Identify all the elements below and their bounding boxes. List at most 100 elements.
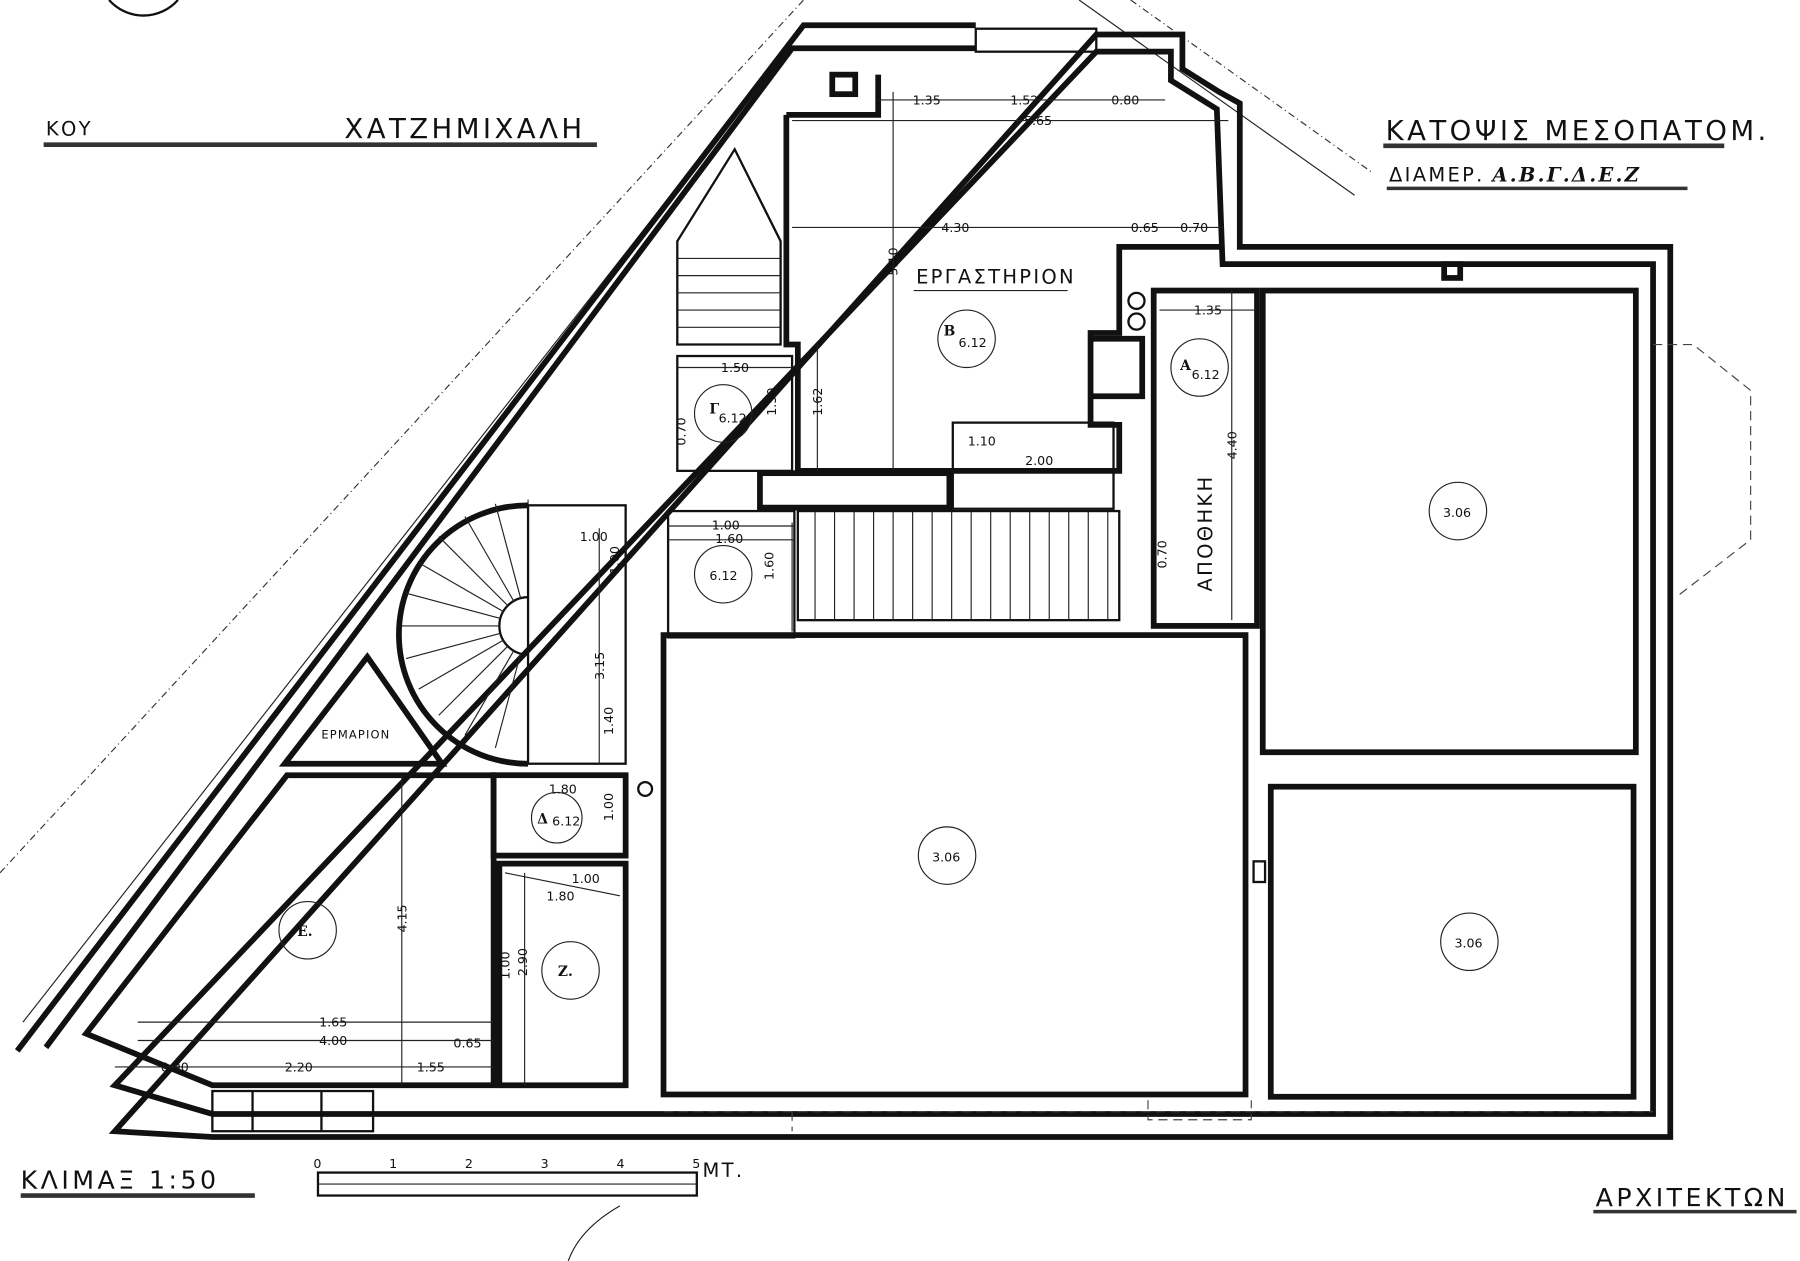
dim-label: 4.15 <box>394 904 409 932</box>
spiral-tread <box>494 653 522 749</box>
dim-label: 1.40 <box>601 707 616 735</box>
vent <box>1252 860 1267 884</box>
dim-label: 1.10 <box>968 434 996 449</box>
top-window <box>974 27 1098 53</box>
room-e <box>81 772 497 1089</box>
property-line <box>22 171 690 1023</box>
dimension-labels: 1.35 1.52 0.80 5.65 4.30 0.65 0.70 5.10 … <box>161 93 1240 1075</box>
scale-tick-label: 1 <box>389 1156 397 1171</box>
room-main <box>660 632 1249 1098</box>
dim-label: 1.65 <box>319 1015 347 1030</box>
kitchen-block <box>757 470 953 511</box>
dim-label: 5.10 <box>886 247 901 275</box>
dim-label: 1.80 <box>546 888 574 903</box>
dim-label: 1.00 <box>572 871 600 886</box>
dim-label: 1.35 <box>1194 303 1222 318</box>
spiral-tread <box>494 503 522 599</box>
scale-label: ΚΛΙΜΑΞ 1:50 <box>21 1166 220 1195</box>
svg-text:Α: Α <box>1179 358 1191 374</box>
stair-hall <box>526 504 627 765</box>
dim-label: 1.60 <box>715 531 743 546</box>
room-d <box>490 772 629 859</box>
level-tag-a: Α6.12 <box>1170 338 1229 397</box>
fireplace <box>1092 335 1146 400</box>
room-label-storage: ΑΠΟΘΗΚΗ <box>1194 475 1217 592</box>
dim-label: 1.55 <box>417 1060 445 1075</box>
seal-fragment <box>108 0 179 17</box>
stove-burner <box>1127 312 1146 331</box>
dim-label: 4.30 <box>941 220 969 235</box>
room-tag-e: Ε. <box>278 900 337 960</box>
chimney-shaft <box>829 71 859 98</box>
dim-label: 1.00 <box>498 951 513 979</box>
svg-text:Ζ.: Ζ. <box>558 964 573 980</box>
room-storage <box>1150 287 1260 629</box>
header-owner-name: ΧΑΤΖΗΜΙΧΑΛΗ <box>344 113 585 145</box>
svg-text:Β: Β <box>944 323 956 339</box>
chimney-shaft <box>1441 261 1464 281</box>
outer-wall <box>14 22 1674 1140</box>
level-tag-hall: 6.12 <box>693 544 753 604</box>
bottom-window <box>211 1089 375 1133</box>
subtitle-units: Α.Β.Γ.Δ.Ε.Ζ <box>1490 163 1641 186</box>
level-tag-right-top: 3.06 <box>1428 481 1488 541</box>
room-label-cupboard: ΕΡΜΑΡΙΟΝ <box>321 727 390 741</box>
spiral-tread <box>438 645 509 716</box>
dim-label: 1.50 <box>721 360 749 375</box>
spiral-core <box>498 596 529 656</box>
scale-tick-label: 3 <box>541 1156 549 1171</box>
scale-tick-label: 5 <box>692 1156 700 1171</box>
svg-text:Ε.: Ε. <box>297 924 312 940</box>
dim-label: 4.00 <box>319 1033 347 1048</box>
room-z <box>496 860 629 1089</box>
property-line <box>0 0 804 874</box>
dim-label: 0.65 <box>1131 220 1159 235</box>
subtitle-prefix: ΔΙΑΜΕΡ. <box>1389 163 1485 186</box>
column-mark <box>637 780 654 798</box>
drawing-title: ΚΑΤΟΨΙΣ ΜΕΣΟΠΑΤΟΜ. <box>1386 115 1770 147</box>
header-prefix: ΚΟΥ <box>46 118 93 141</box>
scale-tick-label: 0 <box>313 1156 321 1171</box>
dim-label: 1.50 <box>764 388 779 416</box>
dim-label: 0.70 <box>673 417 688 445</box>
svg-text:3.06: 3.06 <box>1454 935 1482 950</box>
landing <box>666 509 796 639</box>
lower-floor-outline <box>663 1100 1654 1132</box>
dim-label: 1.00 <box>607 546 622 574</box>
spiral-treads <box>401 499 529 753</box>
dim-label: 1.62 <box>810 388 825 416</box>
counter <box>951 421 1115 510</box>
scale-tick-label: 4 <box>616 1156 624 1171</box>
dim-label: 1.00 <box>580 529 608 544</box>
dim-label: 0.80 <box>1111 93 1139 108</box>
stair-treads <box>677 257 781 328</box>
dim-label: 1.00 <box>601 793 616 821</box>
dim-label: 2.90 <box>515 948 530 976</box>
room-label-workshop: ΕΡΓΑΣΤΗΡΙΟΝ <box>916 266 1076 289</box>
room-g <box>676 354 794 473</box>
dim-label: 2.00 <box>1025 453 1053 468</box>
svg-text:6.12: 6.12 <box>1192 367 1220 382</box>
stove-burner <box>1127 291 1146 311</box>
dim-label: 1.35 <box>913 93 941 108</box>
spiral-tread <box>464 516 515 602</box>
dim-label: 0.70 <box>1154 540 1169 568</box>
spiral-staircase <box>396 502 529 767</box>
dim-label: 4.40 <box>1224 431 1239 459</box>
svg-text:6.12: 6.12 <box>719 411 747 426</box>
room-workshop <box>783 74 1223 474</box>
architect-label: ΑΡΧΙΤΕΚΤΩΝ <box>1596 1183 1789 1212</box>
pencil-stroke <box>567 1205 621 1261</box>
svg-text:Γ: Γ <box>709 401 719 417</box>
scale-unit: ΜΤ. <box>703 1159 745 1182</box>
dim-label: 5.65 <box>1024 113 1052 128</box>
svg-text:6.12: 6.12 <box>709 568 737 583</box>
dim-label: 0.90 <box>161 1060 189 1075</box>
dim-label: 0.65 <box>453 1035 481 1050</box>
dimension-lines <box>114 91 1258 1086</box>
svg-text:6.12: 6.12 <box>552 814 580 829</box>
svg-text:3.06: 3.06 <box>1443 505 1471 520</box>
